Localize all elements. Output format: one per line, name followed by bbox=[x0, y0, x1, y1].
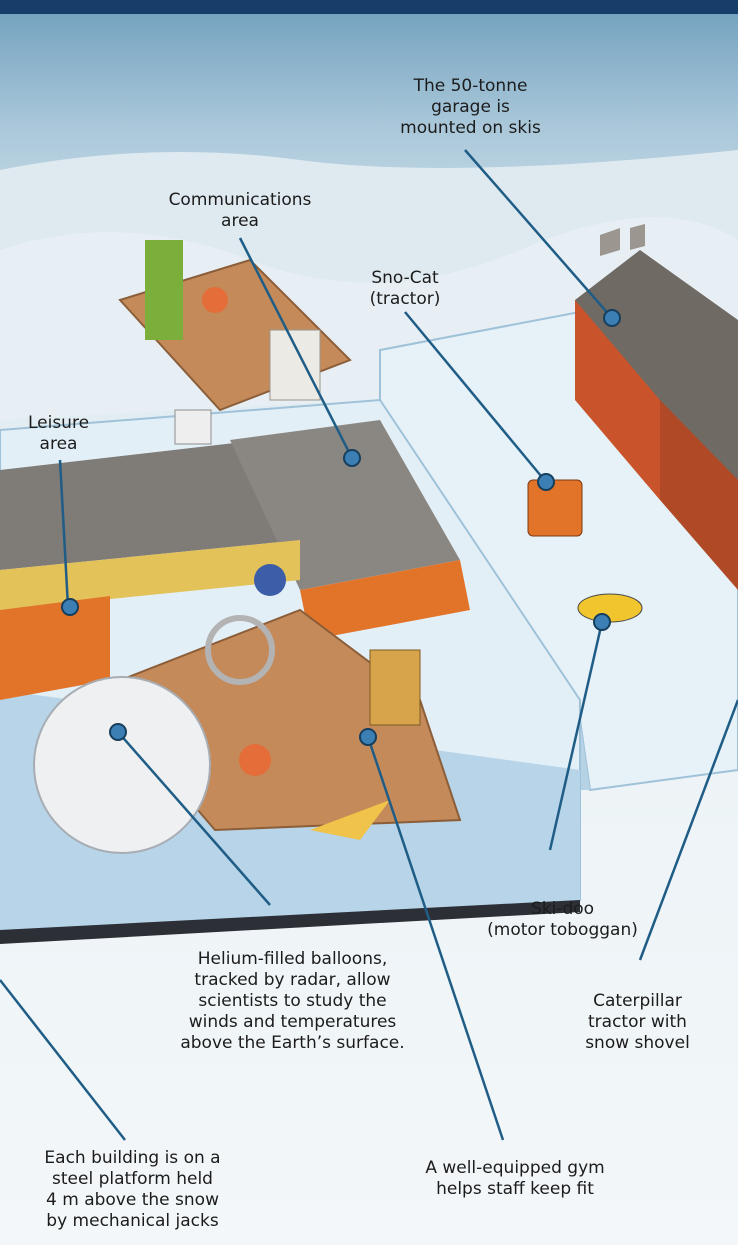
filing-cabinet bbox=[145, 240, 183, 340]
ski-doo-vehicle bbox=[578, 594, 642, 622]
marker-skidoo bbox=[594, 614, 610, 630]
skidoo-label: Ski-doo (motor toboggan) bbox=[480, 899, 645, 941]
cyclist-figure bbox=[254, 564, 286, 596]
communications-label: Communications area bbox=[140, 190, 340, 232]
marker-balloons bbox=[110, 724, 126, 740]
pointer-building bbox=[0, 980, 125, 1140]
safe-box bbox=[175, 410, 211, 444]
building-label: Each building is on a steel platform hel… bbox=[10, 1148, 255, 1232]
leisure-label: Leisure area bbox=[6, 413, 111, 455]
balloons-label: Helium-filled balloons, tracked by radar… bbox=[150, 949, 435, 1054]
computer-tower bbox=[270, 330, 320, 400]
marker-gym bbox=[360, 729, 376, 745]
sno-cat-vehicle bbox=[528, 480, 582, 536]
weightlifter-figure bbox=[239, 744, 271, 776]
operator-figure bbox=[202, 287, 228, 313]
snocat-label: Sno-Cat (tractor) bbox=[345, 268, 465, 310]
weight-rack bbox=[370, 650, 420, 725]
marker-communications bbox=[344, 450, 360, 466]
helium-balloon bbox=[34, 677, 210, 853]
gym-label: A well-equipped gym helps staff keep fit bbox=[390, 1158, 640, 1200]
caterpillar-label: Caterpillar tractor with snow shovel bbox=[570, 991, 705, 1054]
marker-leisure bbox=[62, 599, 78, 615]
garage-label: The 50-tonne garage is mounted on skis bbox=[383, 76, 558, 139]
marker-garage bbox=[604, 310, 620, 326]
marker-snocat bbox=[538, 474, 554, 490]
